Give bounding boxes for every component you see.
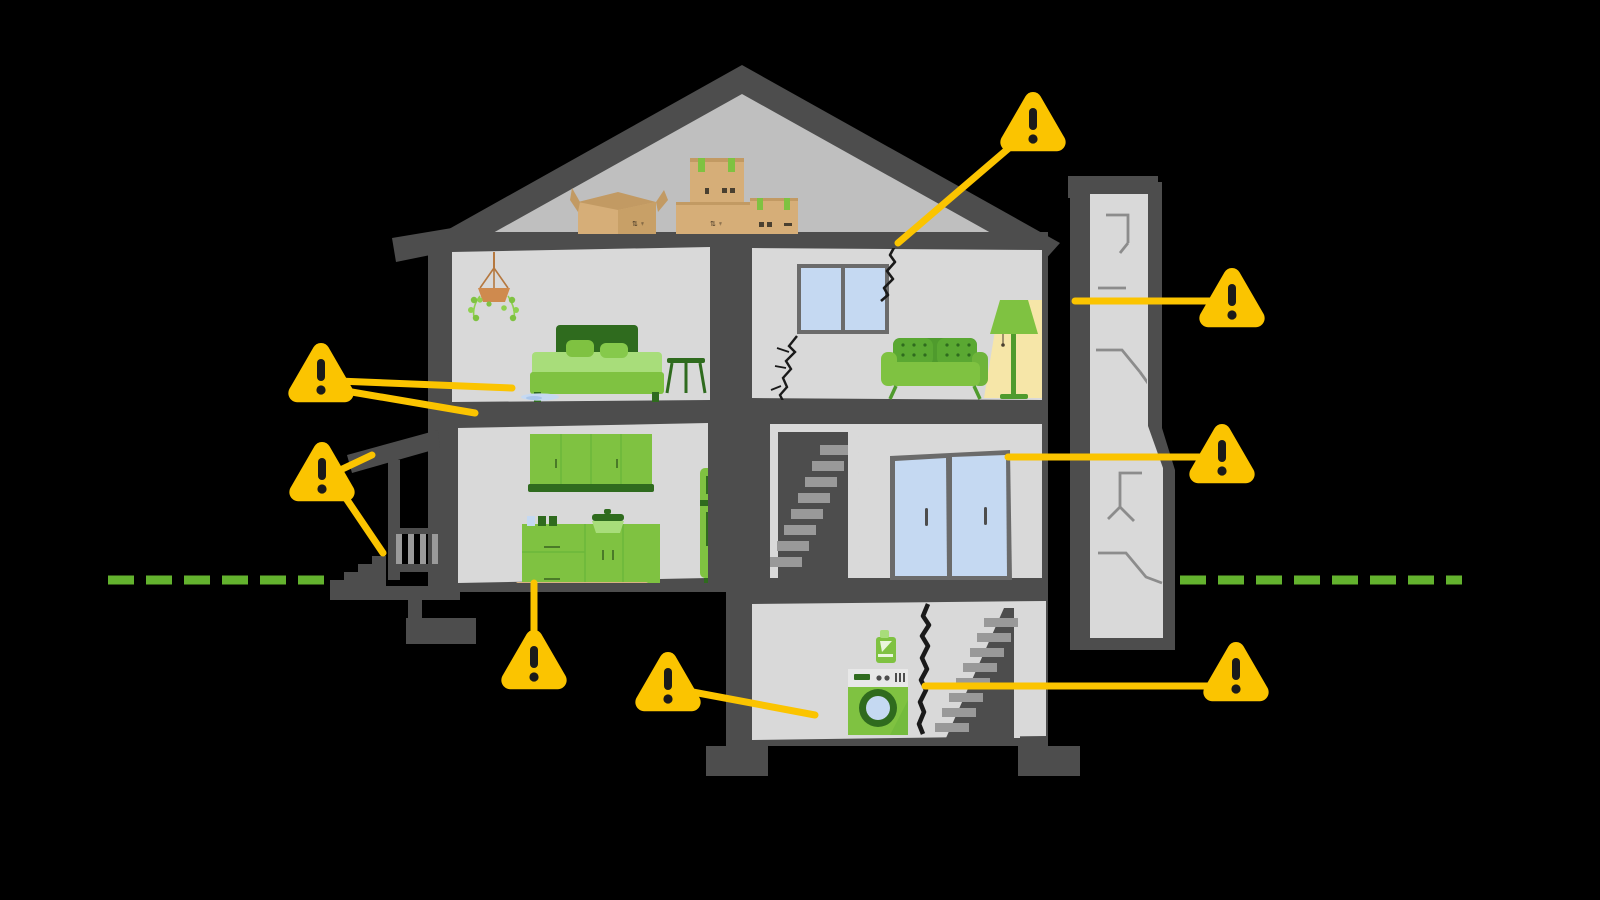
warning-marker-chimney-lower[interactable] — [1189, 424, 1255, 484]
pointer-line-basement-wall — [678, 686, 819, 719]
svg-text:⇅ ♆: ⇅ ♆ — [632, 221, 645, 228]
lamp-pole — [1011, 334, 1016, 398]
side-table — [665, 358, 707, 394]
chimney — [1068, 176, 1175, 650]
door-handle-left — [925, 508, 928, 526]
staircase — [770, 445, 852, 567]
porch-pier — [408, 600, 422, 620]
open-box: ⇅ ♆ — [570, 188, 668, 234]
pillow-left — [566, 340, 594, 357]
wall-crack-upper — [880, 248, 897, 302]
range-hood — [528, 484, 654, 492]
bed — [530, 325, 664, 402]
porch-wall-edge — [440, 455, 454, 585]
small-box — [750, 198, 798, 234]
hanging-plant — [468, 252, 519, 322]
basement-stairs — [935, 608, 1020, 738]
door-panel-left — [895, 458, 947, 576]
lamp-shade — [990, 300, 1038, 334]
foundation-footing-left — [706, 746, 768, 776]
porch — [330, 430, 476, 644]
chimney-masonry — [1090, 194, 1163, 638]
porch-footing — [406, 618, 476, 644]
pointer-lines — [331, 132, 1230, 719]
living-room-contents — [770, 248, 1042, 400]
warning-marker-bedroom-floor[interactable] — [288, 343, 354, 403]
warning-markers-layer — [288, 92, 1269, 712]
warning-marker-chimney-upper[interactable] — [1199, 268, 1265, 328]
bed-base — [530, 372, 664, 394]
attic-space — [441, 70, 1043, 237]
porch-rail-bottom — [388, 564, 444, 572]
foundation-footing-right — [1018, 746, 1080, 776]
water-puddle — [521, 393, 559, 401]
pointer-line-bedroom-floor — [334, 377, 516, 392]
entry-hall-contents — [770, 426, 1012, 580]
washing-machine — [848, 669, 908, 735]
sofa — [881, 338, 988, 400]
warning-marker-porch[interactable] — [289, 442, 355, 502]
window — [797, 264, 889, 334]
basement-contents — [848, 603, 1020, 738]
foundation-crack — [916, 603, 932, 735]
chimney-cracks — [1096, 213, 1163, 585]
pillow-right — [600, 343, 628, 358]
warning-marker-kitchen-floor[interactable] — [501, 630, 567, 690]
porch-roof — [347, 430, 440, 473]
lower-cabinets — [516, 524, 660, 583]
refrigerator — [700, 468, 708, 583]
door-panel-right — [952, 455, 1007, 576]
upper-cabinets — [528, 434, 654, 492]
sliding-glass-door[interactable] — [890, 450, 1012, 580]
warning-marker-basement-wall[interactable] — [635, 652, 701, 712]
lamp-base — [1000, 394, 1028, 399]
svg-text:⇅ ♆: ⇅ ♆ — [710, 221, 723, 228]
porch-rail-top — [388, 528, 444, 534]
sofa-seat — [890, 362, 980, 386]
floor-lamp — [990, 300, 1038, 399]
kitchen-contents — [516, 434, 708, 583]
door-handle-right — [984, 507, 987, 525]
warning-marker-foundation-crack[interactable] — [1203, 642, 1269, 702]
detergent-bottle — [876, 630, 896, 663]
porch-balusters — [396, 534, 438, 564]
bedroom-contents — [468, 252, 707, 402]
porch-deck — [330, 586, 460, 600]
pointer-line-roof — [894, 132, 1027, 247]
warning-marker-roof[interactable] — [1000, 92, 1066, 152]
cooking-pot — [592, 509, 624, 533]
attic-contents: ⇅ ♆ ⇅ ♆ — [570, 158, 798, 234]
counter-items — [527, 516, 557, 526]
wall-crack-branches — [770, 347, 790, 391]
stacked-boxes: ⇅ ♆ — [676, 158, 754, 234]
wall-crack-lower — [778, 335, 798, 400]
pointer-line-kitchen-ceiling — [336, 386, 479, 417]
countertop — [516, 582, 648, 583]
